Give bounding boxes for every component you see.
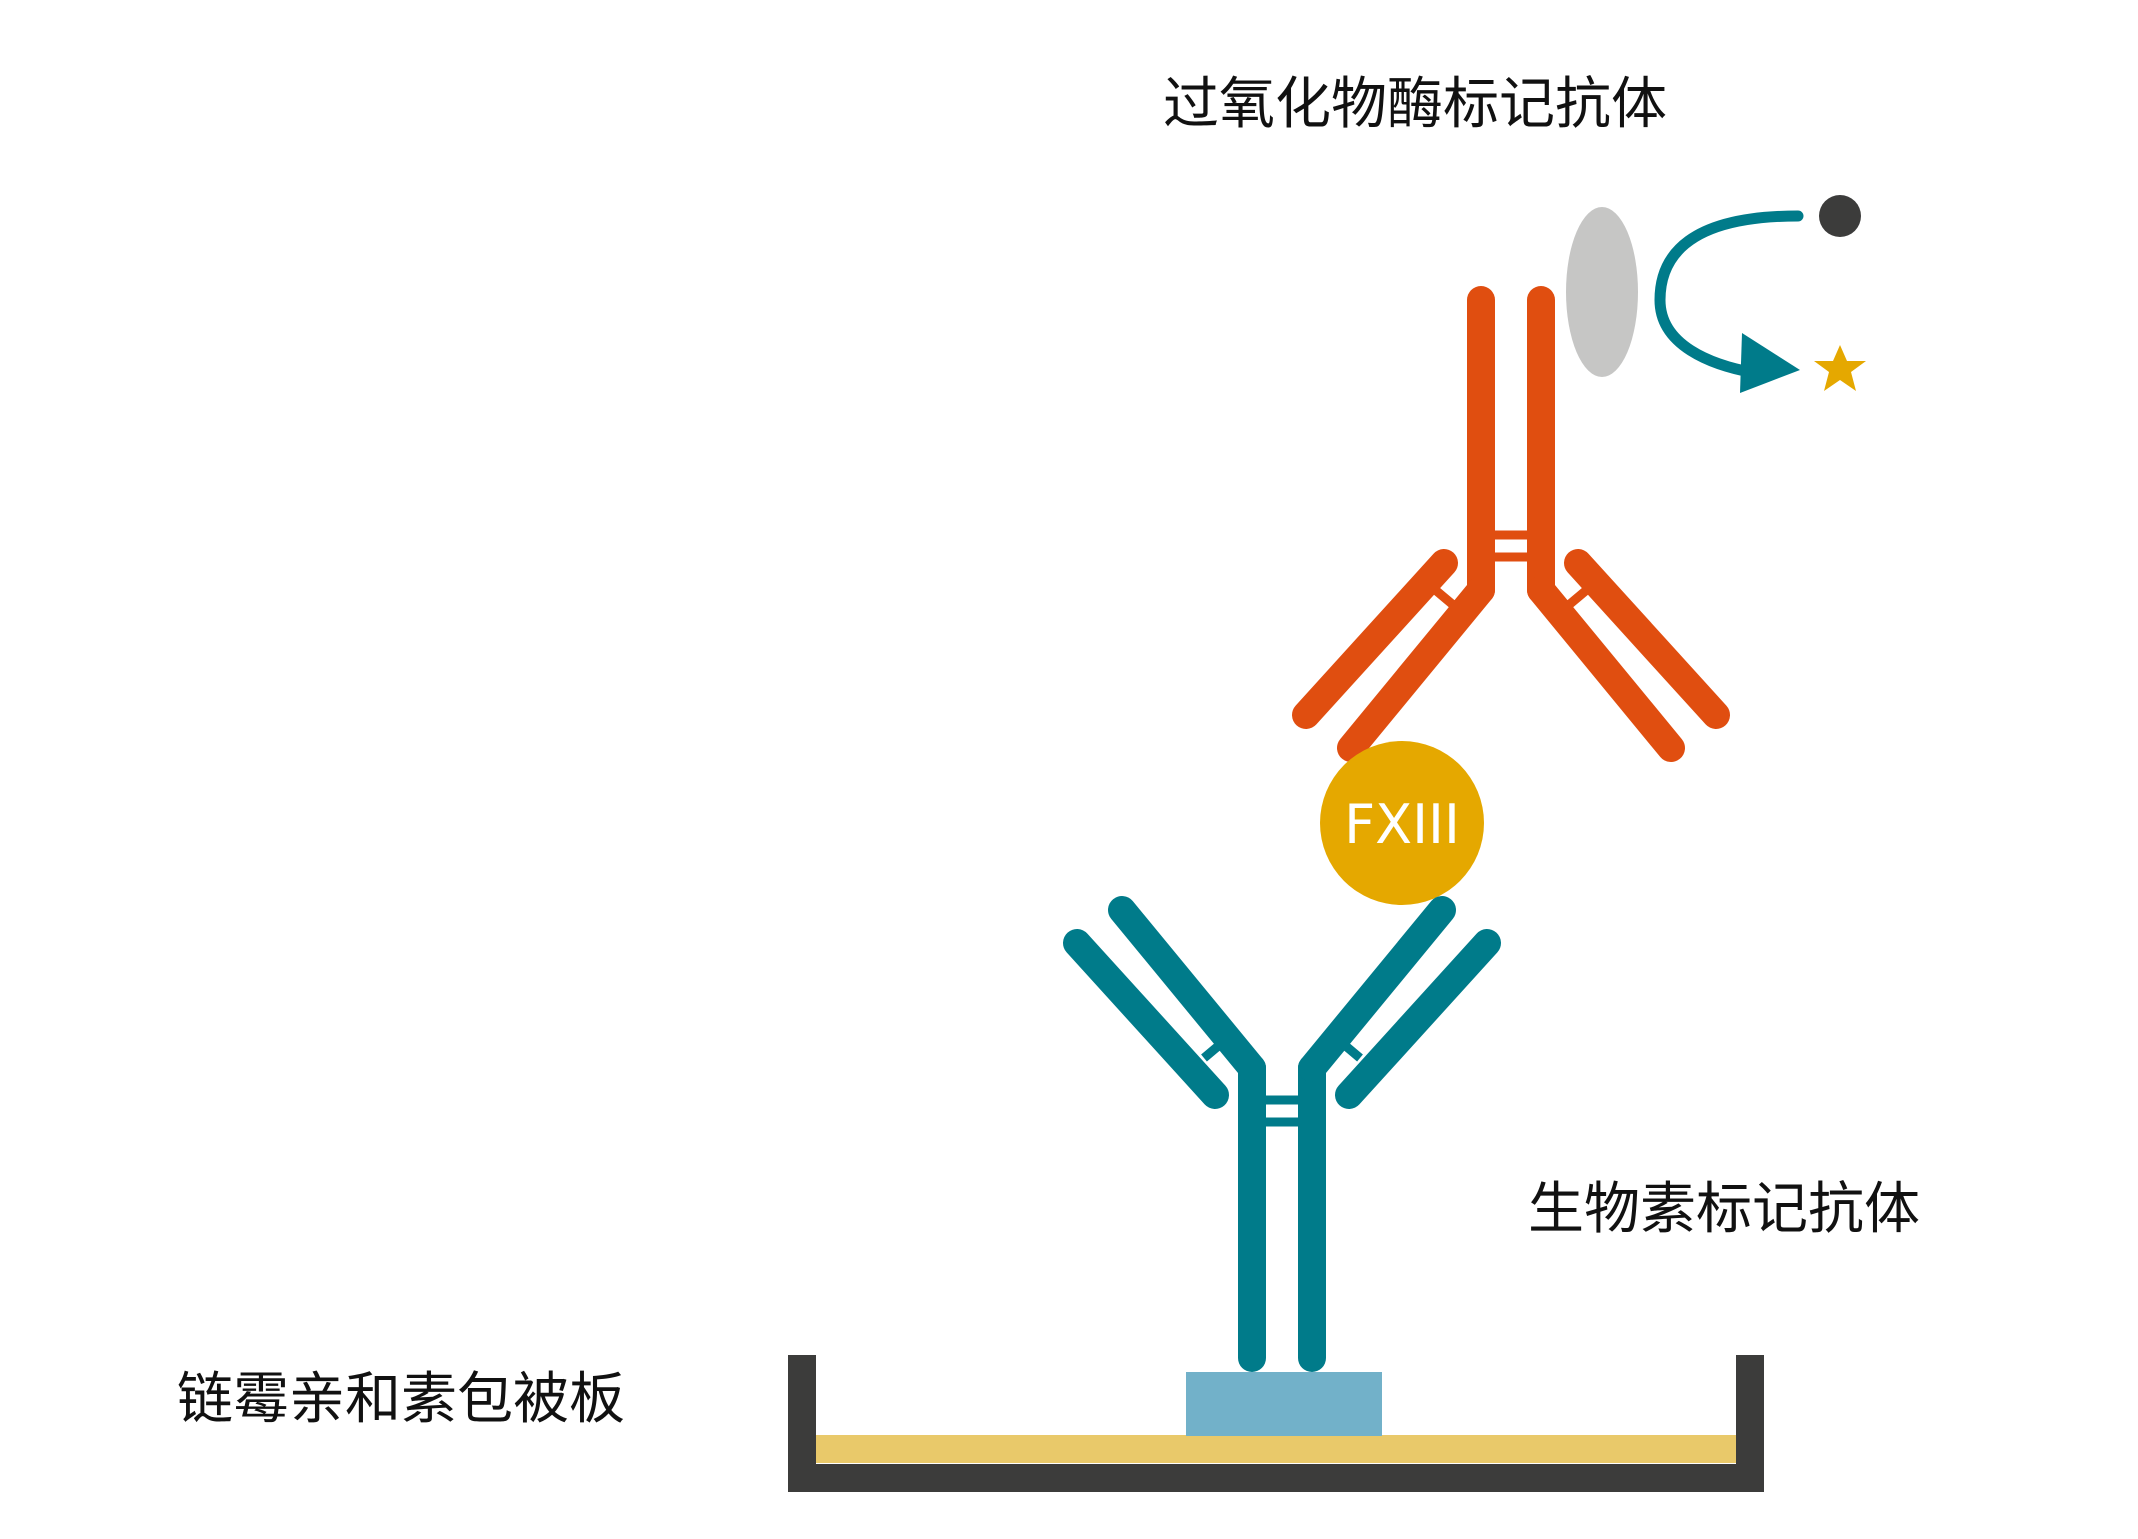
microplate-well	[788, 1355, 1764, 1492]
biotin-antibody-label: 生物素标记抗体	[1528, 1177, 1920, 1242]
peroxidase-antibody-label: 过氧化物酶标记抗体	[1163, 72, 1667, 137]
biotin-block	[1186, 1372, 1382, 1436]
enzyme-labeled-antibody	[1292, 286, 1730, 762]
enzyme-ellipse	[1566, 207, 1638, 377]
fxiii-label: FXIII	[1344, 793, 1460, 856]
streptavidin-plate-label: 链霉亲和素包被板	[177, 1367, 625, 1432]
fxiii-antigen	[1320, 741, 1484, 905]
reaction-arrow	[1654, 210, 1804, 393]
substrate-dot-icon	[1819, 195, 1861, 237]
plate-coating	[813, 1435, 1738, 1463]
product-star-icon	[1814, 345, 1866, 391]
biotin-labeled-antibody	[1063, 896, 1501, 1372]
